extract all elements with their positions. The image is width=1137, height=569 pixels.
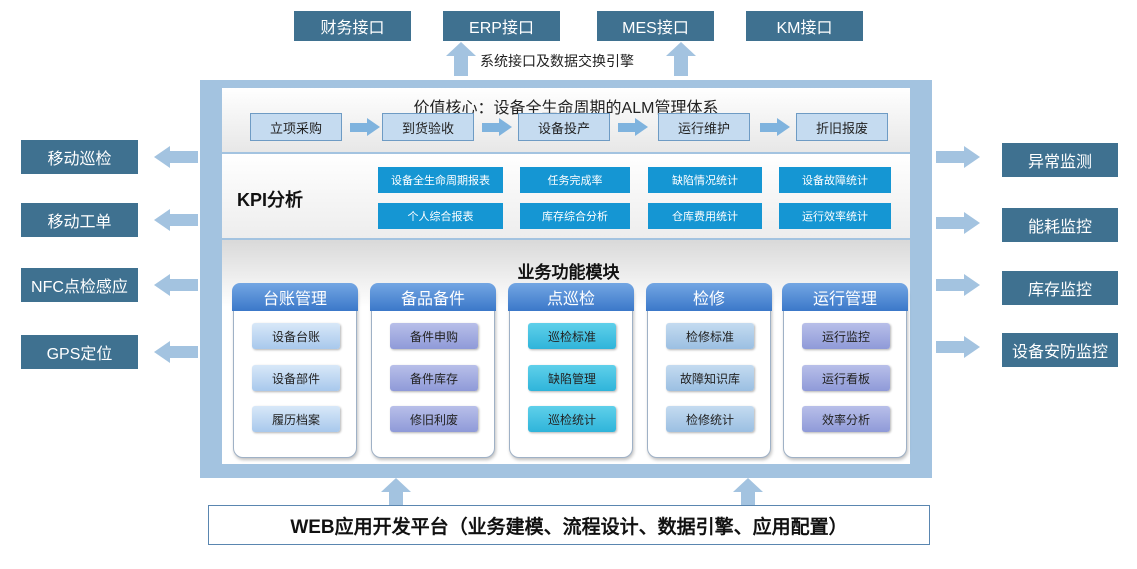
interface-km: KM接口 bbox=[746, 11, 863, 41]
module-spare-parts: 备品备件 备件申购 备件库存 修旧利废 bbox=[370, 283, 496, 458]
stage-procurement: 立项采购 bbox=[250, 113, 342, 141]
module-header[interactable]: 检修 bbox=[646, 283, 772, 311]
module-item[interactable]: 效率分析 bbox=[802, 406, 890, 432]
module-item[interactable]: 故障知识库 bbox=[666, 365, 754, 391]
module-item[interactable]: 缺陷管理 bbox=[528, 365, 616, 391]
interface-erp: ERP接口 bbox=[443, 11, 560, 41]
right-arrow-icon bbox=[482, 118, 512, 136]
kpi-efficiency-stats[interactable]: 运行效率统计 bbox=[779, 203, 891, 229]
kpi-personal-report[interactable]: 个人综合报表 bbox=[378, 203, 503, 229]
core-value-title: 价值核心：设备全生命周期的ALM管理体系 bbox=[413, 100, 719, 117]
interface-mes: MES接口 bbox=[597, 11, 714, 41]
module-header[interactable]: 点巡检 bbox=[508, 283, 634, 311]
right-arrow-icon bbox=[618, 118, 648, 136]
module-item[interactable]: 运行监控 bbox=[802, 323, 890, 349]
module-inspection: 点巡检 巡检标准 缺陷管理 巡检统计 bbox=[508, 283, 634, 458]
module-item[interactable]: 设备台账 bbox=[252, 323, 340, 349]
module-operations: 运行管理 运行监控 运行看板 效率分析 bbox=[782, 283, 908, 458]
kpi-task-completion[interactable]: 任务完成率 bbox=[520, 167, 630, 193]
left-arrow-icon bbox=[154, 274, 198, 296]
stage-acceptance: 到货验收 bbox=[382, 113, 474, 141]
kpi-lifecycle-report[interactable]: 设备全生命周期报表 bbox=[378, 167, 503, 193]
module-item[interactable]: 备件库存 bbox=[390, 365, 478, 391]
module-ledger: 台账管理 设备台账 设备部件 履历档案 bbox=[232, 283, 358, 458]
left-arrow-icon bbox=[154, 146, 198, 168]
right-energy-monitoring: 能耗监控 bbox=[1002, 208, 1118, 242]
stage-retirement: 折旧报废 bbox=[796, 113, 888, 141]
web-platform-banner: WEB应用开发平台（业务建模、流程设计、数据引擎、应用配置） bbox=[208, 505, 930, 545]
module-item[interactable]: 设备部件 bbox=[252, 365, 340, 391]
up-arrow-icon bbox=[666, 42, 696, 76]
right-security-monitoring: 设备安防监控 bbox=[1002, 333, 1118, 367]
stage-operation: 运行维护 bbox=[658, 113, 750, 141]
left-arrow-icon bbox=[154, 341, 198, 363]
right-arrow-icon bbox=[936, 212, 980, 234]
business-title: 业务功能模块 bbox=[517, 263, 620, 282]
right-arrow-icon bbox=[936, 336, 980, 358]
module-header[interactable]: 备品备件 bbox=[370, 283, 496, 311]
up-arrow-icon bbox=[446, 42, 476, 76]
right-arrow-icon bbox=[936, 146, 980, 168]
module-item[interactable]: 修旧利废 bbox=[390, 406, 478, 432]
left-gps: GPS定位 bbox=[21, 335, 138, 369]
left-nfc-inspection: NFC点检感应 bbox=[21, 268, 138, 302]
left-mobile-workorder: 移动工单 bbox=[21, 203, 138, 237]
kpi-fault-stats[interactable]: 设备故障统计 bbox=[779, 167, 891, 193]
module-header[interactable]: 运行管理 bbox=[782, 283, 908, 311]
left-mobile-inspection: 移动巡检 bbox=[21, 140, 138, 174]
interface-finance: 财务接口 bbox=[294, 11, 411, 41]
right-anomaly-monitoring: 异常监测 bbox=[1002, 143, 1118, 177]
kpi-inventory-analysis[interactable]: 库存综合分析 bbox=[520, 203, 630, 229]
right-inventory-monitoring: 库存监控 bbox=[1002, 271, 1118, 305]
module-item[interactable]: 履历档案 bbox=[252, 406, 340, 432]
exchange-engine-caption: 系统接口及数据交换引擎 bbox=[480, 53, 634, 69]
kpi-defect-stats[interactable]: 缺陷情况统计 bbox=[648, 167, 762, 193]
module-maintenance: 检修 检修标准 故障知识库 检修统计 bbox=[646, 283, 772, 458]
module-item[interactable]: 检修统计 bbox=[666, 406, 754, 432]
right-arrow-icon bbox=[350, 118, 380, 136]
right-arrow-icon bbox=[936, 274, 980, 296]
up-arrow-icon bbox=[381, 478, 411, 505]
module-item[interactable]: 巡检统计 bbox=[528, 406, 616, 432]
right-arrow-icon bbox=[760, 118, 790, 136]
module-item[interactable]: 运行看板 bbox=[802, 365, 890, 391]
up-arrow-icon bbox=[733, 478, 763, 505]
module-item[interactable]: 备件申购 bbox=[390, 323, 478, 349]
core-value-section: 价值核心：设备全生命周期的ALM管理体系 立项采购 到货验收 设备投产 运行维护… bbox=[222, 88, 910, 152]
kpi-title: KPI分析 bbox=[237, 190, 304, 210]
left-arrow-icon bbox=[154, 209, 198, 231]
stage-commissioning: 设备投产 bbox=[518, 113, 610, 141]
module-header[interactable]: 台账管理 bbox=[232, 283, 358, 311]
module-item[interactable]: 检修标准 bbox=[666, 323, 754, 349]
kpi-warehouse-cost[interactable]: 仓库费用统计 bbox=[648, 203, 762, 229]
module-item[interactable]: 巡检标准 bbox=[528, 323, 616, 349]
